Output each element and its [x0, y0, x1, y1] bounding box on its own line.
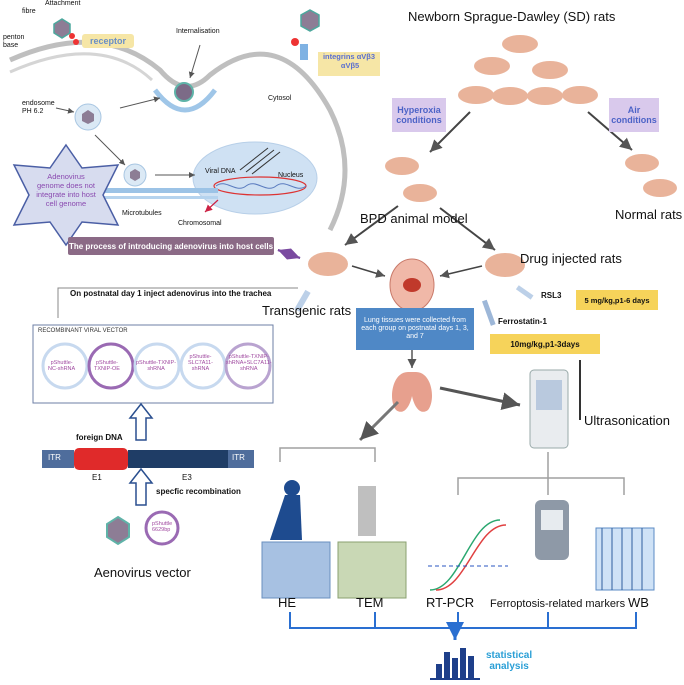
he-label: HE	[278, 595, 297, 610]
plasmid-label-2: pShuttle- TXNIP-OE	[94, 360, 120, 373]
itr-right-block	[228, 450, 254, 468]
rtpcr-label: RT-PCR	[426, 595, 475, 610]
vector-panel-title: RECOMBINANT VIRAL VECTOR	[38, 328, 128, 334]
injection-note: On postnatal day 1 inject adenovirus int…	[70, 289, 272, 298]
attachment-label: Attachment	[45, 0, 81, 7]
microtubule-bar	[98, 188, 218, 193]
up-arrow-hollow	[128, 402, 154, 441]
small-plasmid-label: pShuttle 6629bp	[152, 521, 173, 534]
process-box: The process of introducing adenovirus in…	[68, 237, 274, 255]
rsl3-dose-tag: 5 mg/kg,p1-6 days	[576, 290, 658, 310]
e3-label: E3	[182, 473, 192, 482]
ferrostatin-dose-tag: 10mg/kg,p1-3days	[490, 334, 600, 354]
plasmid-label-5: pShuttle-TXNIP- shRNA+SLC7A11- shRNA	[226, 354, 272, 373]
vector-name-label: Aenovirus vector	[94, 565, 191, 580]
fibre-label: fibre	[22, 8, 36, 15]
itr-left-block	[42, 450, 74, 468]
rats-title: Newborn Sprague-Dawley (SD) rats	[408, 9, 616, 24]
viral-dna-label: Viral DNA	[205, 168, 236, 175]
small-plasmid-circle	[144, 510, 180, 546]
nucleus-label: Nucleus	[278, 172, 304, 179]
genome-star-text: Adenovirus genome does not integrate int…	[36, 172, 96, 208]
wb-blot	[595, 527, 655, 591]
virus-microtubule	[123, 163, 147, 187]
genome-star	[12, 143, 120, 247]
rat-shape	[502, 35, 538, 53]
e3-segment	[128, 450, 228, 468]
vector-panel-frame	[32, 324, 274, 404]
plasmid-label-4: pShuttle- SLC7A11- shRNA	[188, 354, 213, 373]
lung-collection-box: Lung tissues were collected from each gr…	[356, 308, 474, 350]
tem-tissue-block	[337, 541, 407, 599]
e1-label: E1	[92, 473, 102, 482]
syringe-shape	[294, 289, 311, 312]
foreign-dna-label: foreign DNA	[76, 433, 123, 442]
normal-rats-label: Normal rats	[615, 207, 683, 222]
he-tissue-block	[261, 541, 331, 599]
receptor-label: receptor	[89, 36, 126, 46]
plasmid-label-3: pShuttle-TXNIP- shRNA	[136, 360, 177, 373]
endosome-label: endosome PH 6.2	[22, 100, 55, 115]
air-tag: Air conditions	[609, 98, 659, 132]
drug-injected-label: Drug injected rats	[520, 251, 622, 266]
ferrostatin-label: Ferrostatin-1	[498, 317, 547, 326]
bar-chart-icon	[430, 648, 480, 680]
nucleus-shape	[192, 141, 318, 215]
ferroptosis-label: Ferroptosis-related markers	[490, 598, 626, 610]
adenovirus-icon	[106, 515, 130, 546]
rsl3-label: RSL3	[541, 291, 562, 300]
penton-base-label: penton base	[3, 34, 25, 49]
plasmid-circle	[41, 342, 89, 390]
cytosol-label: Cytosol	[268, 95, 292, 102]
virus-internalising	[174, 82, 194, 102]
stats-flow-lines	[289, 612, 637, 629]
plasmid-label-1: pShuttle- NC-shRNA	[48, 360, 76, 373]
internalisation-label: Internalisation	[176, 28, 220, 35]
microtubules-label: Microtubules	[122, 210, 162, 217]
e1-segment	[74, 448, 128, 470]
rtpcr-curves	[429, 519, 501, 591]
lung-shape	[392, 372, 432, 412]
virus-top-right	[300, 9, 320, 32]
itr-right-label: ITR	[232, 453, 245, 462]
itr-left-label: ITR	[48, 453, 61, 462]
integrins-label: integrins αVβ3 αVβ5	[322, 52, 376, 70]
virus-top-left	[53, 18, 71, 39]
wb-label: WB	[628, 595, 649, 610]
ultrasonication-label: Ultrasonication	[584, 413, 670, 428]
receptor-tag: receptor	[82, 34, 134, 48]
virus-endosome	[74, 103, 102, 131]
statistical-label: statistical analysis	[486, 650, 533, 672]
recombination-label: specfic recombination	[156, 487, 241, 496]
tem-label: TEM	[356, 595, 384, 610]
chromosomal-label: Chromosomal	[178, 220, 222, 227]
bpd-model-label: BPD animal model	[360, 211, 468, 226]
hyperoxia-tag: Hyperoxia conditions	[392, 98, 446, 132]
integrins-tag: integrins αVβ3 αVβ5	[318, 52, 380, 76]
transgenic-label: Transgenic rats	[262, 303, 352, 318]
